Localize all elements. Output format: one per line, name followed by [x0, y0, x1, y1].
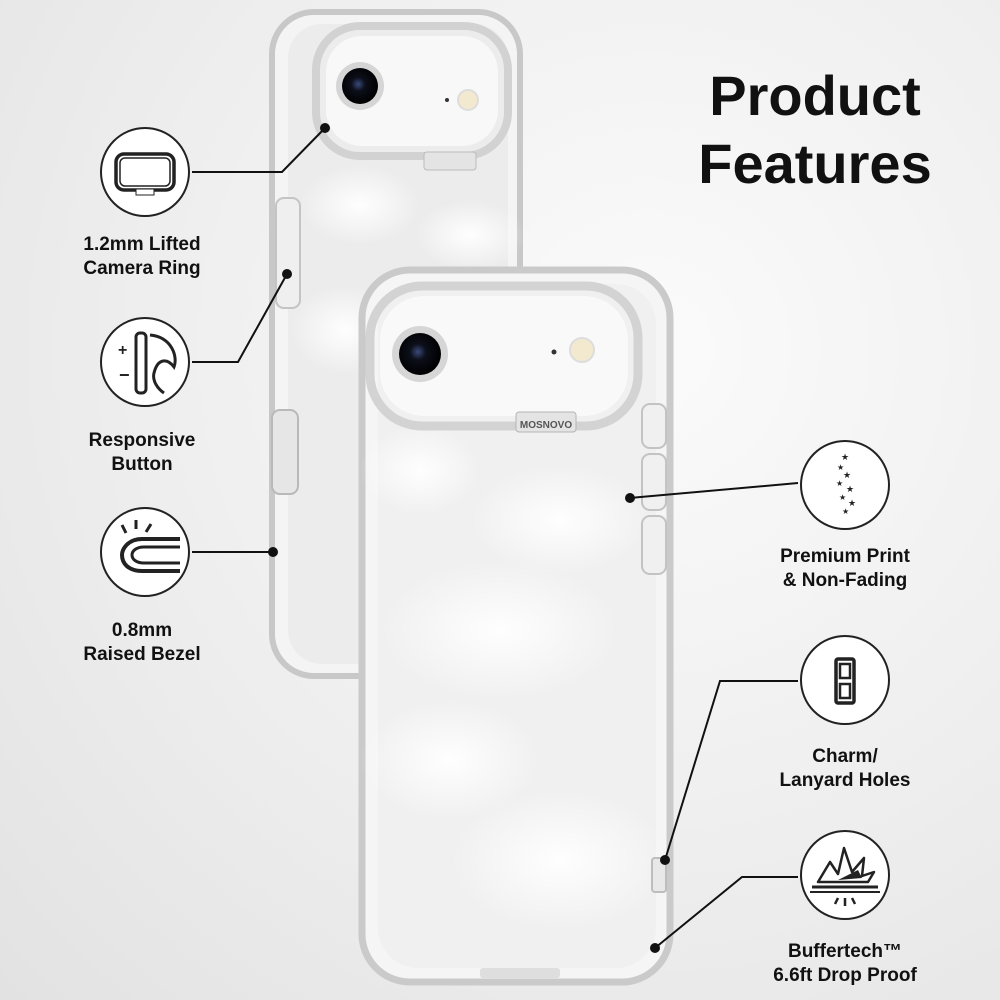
svg-text:★: ★ — [842, 507, 849, 516]
camera-ring-icon — [100, 127, 190, 217]
feature-line-2: Lanyard Holes — [779, 770, 911, 791]
svg-text:★: ★ — [839, 493, 846, 502]
feature-line-2: Button — [111, 454, 173, 475]
feature-line-2: Camera Ring — [83, 258, 201, 279]
feature-label-button: Responsive Button — [22, 429, 262, 477]
feature-line-2: & Non-Fading — [782, 570, 908, 591]
feature-line-2: 6.6ft Drop Proof — [773, 965, 917, 986]
feature-label-camera-ring: 1.2mm Lifted Camera Ring — [22, 233, 262, 281]
raised-bezel-icon — [100, 507, 190, 597]
feature-line-1: Buffertech™ — [787, 941, 902, 962]
feature-label-print: Premium Print & Non-Fading — [725, 545, 965, 593]
feature-line-2: Raised Bezel — [83, 644, 201, 665]
svg-text:★: ★ — [848, 499, 856, 509]
page-title: Product Features — [650, 62, 980, 198]
feature-label-bezel: 0.8mm Raised Bezel — [22, 619, 262, 667]
title-line-1: Product — [709, 64, 921, 127]
feature-label-drop: Buffertech™ 6.6ft Drop Proof — [725, 940, 965, 988]
feature-line-1: 0.8mm — [111, 620, 173, 641]
svg-text:★: ★ — [841, 453, 849, 463]
front-phone-case — [358, 266, 674, 986]
svg-text:−: − — [119, 365, 130, 385]
case-brand-logo: MOSNOVO — [520, 420, 572, 431]
feature-line-1: 1.2mm Lifted — [83, 234, 201, 255]
svg-text:★: ★ — [846, 485, 854, 495]
feature-line-1: Charm/ — [812, 746, 878, 767]
impact-shield-icon — [800, 830, 890, 920]
feature-line-1: Responsive — [88, 430, 196, 451]
svg-text:★: ★ — [836, 479, 843, 488]
title-line-2: Features — [698, 132, 932, 195]
side-button-icon: +− — [100, 317, 190, 407]
lanyard-hole-icon — [800, 635, 890, 725]
feature-line-1: Premium Print — [780, 546, 910, 567]
sparkle-print-icon: ★★★★★★★★ — [800, 440, 890, 530]
svg-text:★: ★ — [843, 471, 851, 481]
svg-text:+: + — [118, 342, 127, 359]
feature-label-lanyard: Charm/ Lanyard Holes — [725, 745, 965, 793]
svg-text:★: ★ — [837, 463, 844, 472]
